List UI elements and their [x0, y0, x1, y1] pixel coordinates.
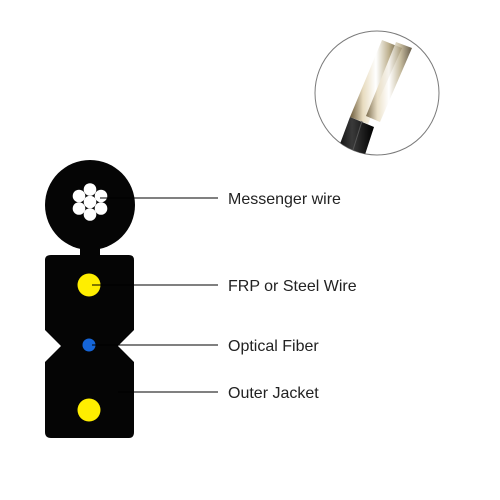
- strand: [94, 202, 108, 215]
- cable-end-photo-icon: [314, 30, 440, 156]
- label-optical-fiber: Optical Fiber: [228, 338, 319, 355]
- strand: [72, 189, 86, 203]
- messenger-wire-strands: [72, 183, 108, 221]
- strand: [83, 195, 97, 209]
- strand: [72, 202, 86, 215]
- strength-member-top: [77, 273, 101, 297]
- label-outer-jacket: Outer Jacket: [228, 385, 319, 402]
- label-frp-or-steel-wire: FRP or Steel Wire: [228, 278, 357, 295]
- strength-member-bottom: [77, 398, 101, 422]
- leader-lines: [92, 197, 218, 393]
- label-messenger-wire: Messenger wire: [228, 191, 341, 208]
- strand: [83, 183, 97, 196]
- optical-fiber-core: [82, 338, 96, 352]
- strand: [83, 208, 97, 221]
- cable-cross-section-icon: [45, 160, 135, 438]
- strand: [94, 189, 108, 203]
